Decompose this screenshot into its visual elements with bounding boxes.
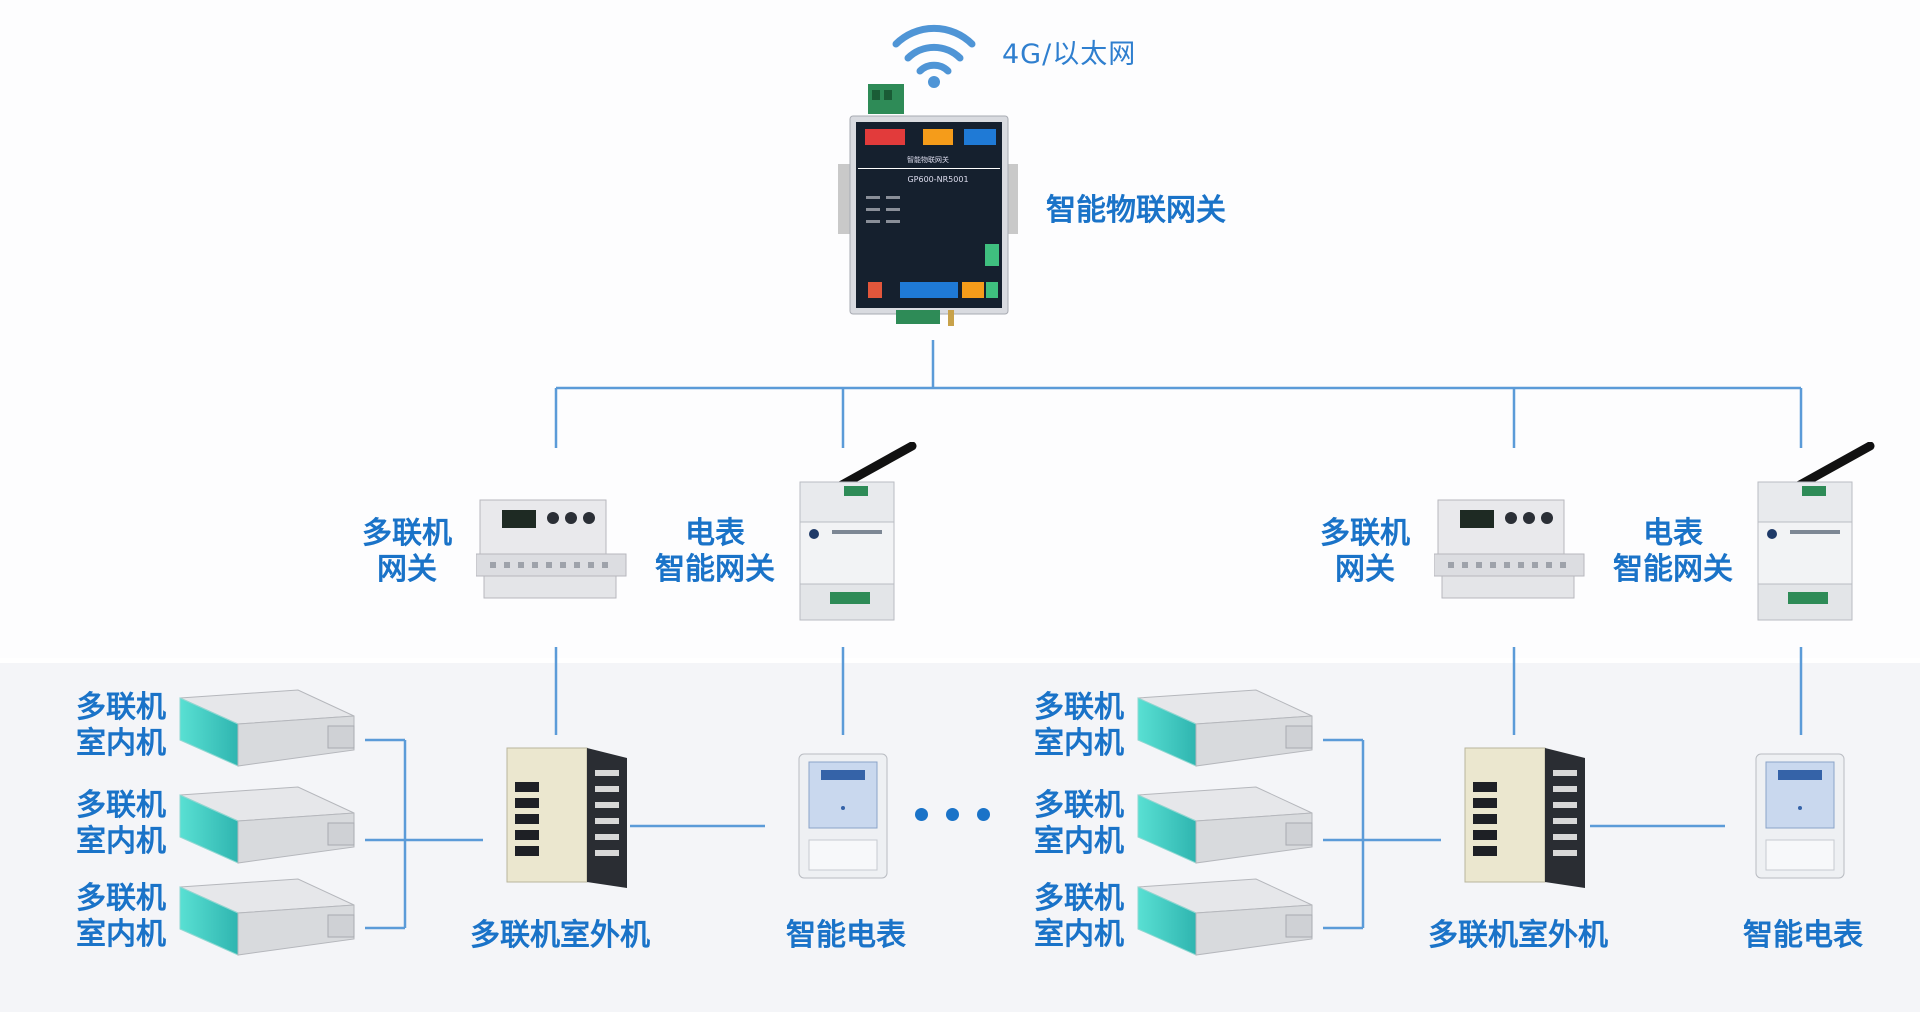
indoor-unit-device-left-1 bbox=[179, 689, 355, 767]
indoor-unit-label-left-2: 多联机 室内机 bbox=[46, 788, 166, 860]
outdoor-unit-label-left: 多联机室外机 bbox=[470, 918, 650, 953]
indoor-unit-device-left-2 bbox=[179, 786, 355, 864]
meter-gateway-label-right: 电表 智能网关 bbox=[1608, 516, 1738, 588]
section-divider bbox=[0, 658, 1920, 663]
indoor-unit-device-right-1 bbox=[1137, 689, 1313, 767]
vrf-gateway-line2: 网关 bbox=[377, 552, 437, 587]
ellipsis-dot bbox=[977, 808, 990, 821]
ellipsis-dot bbox=[915, 808, 928, 821]
vrf-gateway-device-left bbox=[476, 499, 627, 599]
indoor-line1: 多联机 bbox=[76, 881, 166, 916]
meter-gateway-device-left bbox=[799, 442, 917, 621]
indoor-unit-label-right-3: 多联机 室内机 bbox=[1004, 881, 1124, 953]
ellipsis-dot bbox=[946, 808, 959, 821]
indoor-line1: 多联机 bbox=[76, 690, 166, 725]
outdoor-unit-device-left bbox=[506, 747, 628, 889]
indoor-line1: 多联机 bbox=[1034, 690, 1124, 725]
indoor-line2: 室内机 bbox=[76, 917, 166, 952]
indoor-line1: 多联机 bbox=[76, 788, 166, 823]
indoor-unit-device-right-2 bbox=[1137, 786, 1313, 864]
gateway-panel-title: 智能物联网关 bbox=[907, 155, 949, 164]
meter-gateway-device-right bbox=[1757, 442, 1875, 621]
meter-gateway-line2: 智能网关 bbox=[655, 552, 775, 587]
indoor-line2: 室内机 bbox=[1034, 726, 1124, 761]
vrf-gateway-line1: 多联机 bbox=[362, 516, 452, 551]
indoor-line1: 多联机 bbox=[1034, 788, 1124, 823]
indoor-unit-device-right-3 bbox=[1137, 878, 1313, 956]
wifi-icon bbox=[892, 24, 976, 88]
indoor-line2: 室内机 bbox=[76, 726, 166, 761]
network-label: 4G/以太网 bbox=[1002, 39, 1137, 70]
iot-gateway-label: 智能物联网关 bbox=[1046, 193, 1226, 228]
outdoor-unit-device-right bbox=[1464, 747, 1586, 889]
smart-meter-label-right: 智能电表 bbox=[1743, 918, 1863, 953]
vrf-gateway-label-left: 多联机 网关 bbox=[362, 516, 452, 588]
indoor-unit-label-left-1: 多联机 室内机 bbox=[46, 690, 166, 762]
indoor-unit-label-right-2: 多联机 室内机 bbox=[1004, 788, 1124, 860]
vrf-gateway-device-right bbox=[1434, 499, 1585, 599]
smart-meter-device-left bbox=[798, 753, 888, 879]
indoor-unit-label-left-3: 多联机 室内机 bbox=[46, 881, 166, 953]
indoor-unit-device-left-3 bbox=[179, 878, 355, 956]
outdoor-unit-label-right: 多联机室外机 bbox=[1428, 918, 1608, 953]
indoor-line2: 室内机 bbox=[76, 824, 166, 859]
iot-gateway-device: 智能物联网关 GP600-NR5001 bbox=[838, 84, 1018, 326]
indoor-unit-label-right-1: 多联机 室内机 bbox=[1004, 690, 1124, 762]
gateway-model-text: GP600-NR5001 bbox=[907, 175, 968, 184]
smart-meter-device-right bbox=[1755, 753, 1845, 879]
meter-gateway-line1: 电表 bbox=[685, 516, 745, 551]
smart-meter-label-left: 智能电表 bbox=[786, 918, 906, 953]
indoor-line1: 多联机 bbox=[1034, 881, 1124, 916]
indoor-line2: 室内机 bbox=[1034, 917, 1124, 952]
indoor-line2: 室内机 bbox=[1034, 824, 1124, 859]
meter-gateway-label-left: 电表 智能网关 bbox=[650, 516, 780, 588]
vrf-gateway-label-right: 多联机 网关 bbox=[1320, 516, 1410, 588]
more-groups-ellipsis bbox=[915, 806, 1008, 825]
meter-gateway-line1: 电表 bbox=[1643, 516, 1703, 551]
vrf-gateway-line2: 网关 bbox=[1335, 552, 1395, 587]
meter-gateway-line2: 智能网关 bbox=[1613, 552, 1733, 587]
vrf-gateway-line1: 多联机 bbox=[1320, 516, 1410, 551]
